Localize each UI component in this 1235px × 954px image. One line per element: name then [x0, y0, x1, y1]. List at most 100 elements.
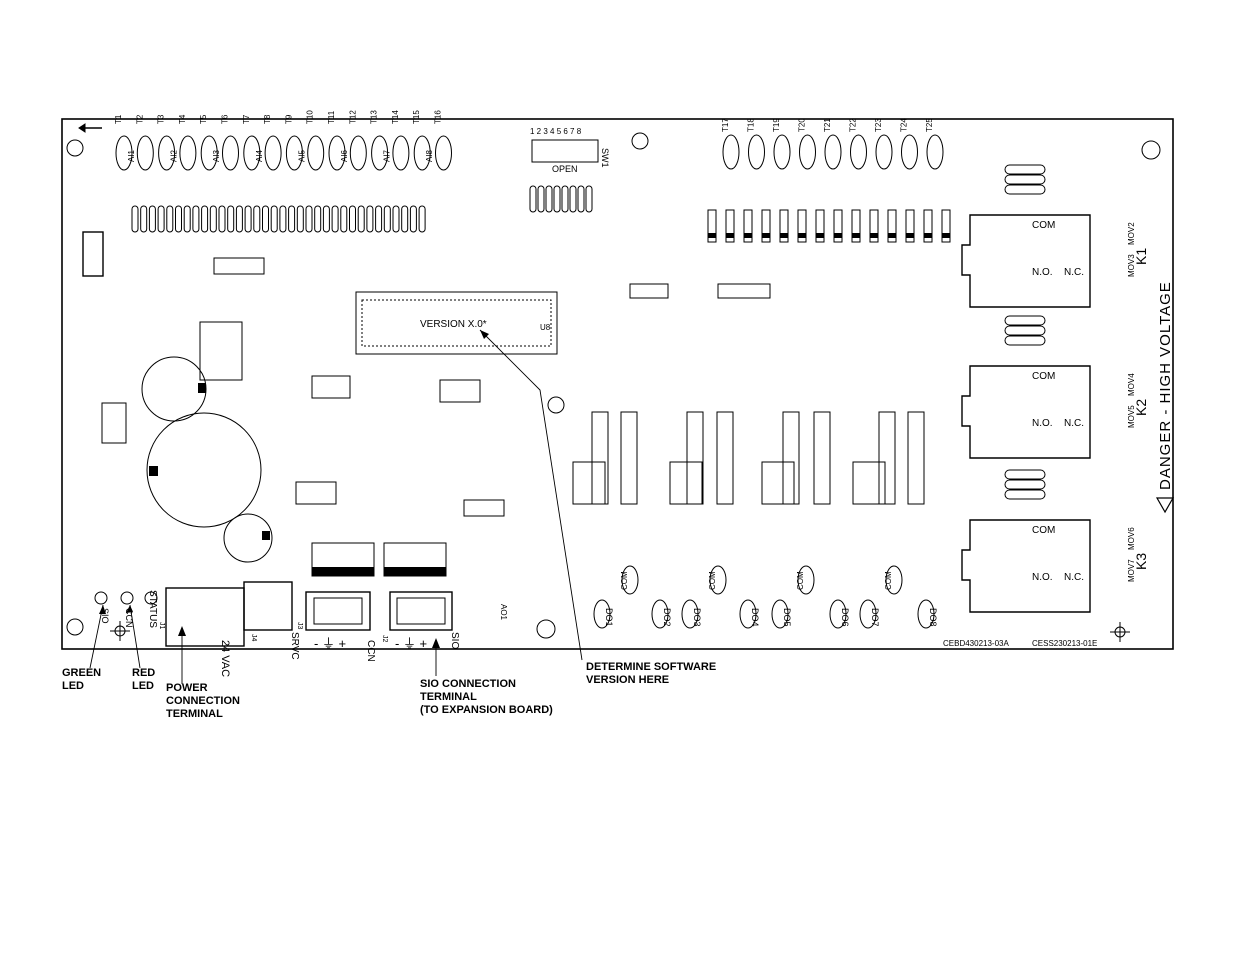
digital-output-terminal — [739, 599, 757, 629]
resistor — [409, 205, 417, 233]
terminal-label: T10 — [306, 110, 315, 124]
capacitor-c56 — [146, 412, 262, 528]
input-terminal — [285, 135, 303, 171]
resistor — [262, 205, 269, 233]
chip — [213, 257, 265, 275]
chip — [439, 379, 481, 403]
terminal-label: T21 — [823, 118, 832, 132]
resistor-network — [101, 402, 127, 444]
terminal-label: T17 — [721, 118, 730, 132]
digital-output-terminal — [829, 599, 847, 629]
capacitor-c58 — [223, 513, 273, 563]
mov-label: MOV2 — [1127, 222, 1136, 245]
crosshair-icon — [110, 621, 130, 641]
relay-k2 — [961, 365, 1091, 459]
com-terminal — [797, 565, 815, 595]
diode — [851, 209, 861, 243]
resistor — [553, 185, 561, 213]
resistor — [157, 205, 165, 233]
switch-open-label: OPEN — [552, 164, 578, 174]
terminal-label: T4 — [178, 114, 187, 124]
mounting-hole — [66, 139, 84, 157]
dip-switch-bank: 1 2 3 4 5 6 7 8 OPEN SW1 — [530, 127, 610, 174]
connector-service-polarity: - ⏚ + — [314, 636, 346, 651]
connector-service-sub: CCN — [365, 640, 376, 662]
leader-lines — [89, 329, 583, 684]
com-terminal — [621, 565, 639, 595]
part-number: CEBD430213-03A — [943, 639, 1009, 648]
sio-connector-j2: - ⏚ + SIO J2 — [381, 591, 460, 651]
analog-input-label: AI7 — [383, 149, 392, 162]
input-terminal — [136, 135, 154, 171]
resistor — [148, 205, 156, 233]
resistor — [577, 185, 585, 213]
analog-input-label: AI4 — [255, 149, 264, 162]
analog-input-label: AI6 — [340, 149, 349, 162]
digital-output-terminal — [771, 599, 789, 629]
digital-output-terminal — [593, 599, 611, 629]
relay-com-label: COM — [1032, 371, 1055, 382]
input-terminal — [435, 135, 452, 171]
analog-input-label: AI1 — [127, 149, 136, 162]
resistor — [140, 205, 148, 233]
warning-text: DANGER - HIGH VOLTAGE — [1157, 281, 1174, 490]
digital-input-terminal — [926, 134, 944, 170]
resistor — [183, 205, 191, 233]
relay-name: K2 — [1133, 399, 1149, 416]
terminal-label: T25 — [925, 118, 934, 132]
input-terminal — [328, 135, 346, 171]
leader-arrowheads — [99, 330, 489, 648]
connector-status-label: STATUS — [147, 590, 158, 628]
diode — [815, 209, 825, 243]
digital-input-terminal — [722, 134, 740, 170]
digital-output-label: DO8 — [928, 608, 938, 627]
relay-capacitor — [1004, 335, 1046, 346]
led-label: SIO — [100, 608, 110, 624]
chip — [717, 283, 771, 299]
input-terminal — [115, 135, 133, 171]
resistor — [383, 205, 391, 233]
output-driver — [620, 411, 638, 505]
terminal-label: T11 — [327, 110, 336, 124]
led-group: SIO CCN — [94, 591, 158, 628]
resistor — [392, 205, 400, 233]
led-ccn — [120, 591, 134, 605]
relay-coil — [572, 461, 606, 505]
resistor — [270, 205, 278, 233]
digital-input-terminal — [748, 134, 765, 170]
led-label: CCN — [124, 608, 134, 628]
diode — [887, 209, 897, 243]
switch-label: SW1 — [600, 148, 610, 168]
terminal-label: T1 — [114, 114, 123, 124]
diode — [761, 209, 771, 243]
analog-input-label: AI5 — [297, 149, 306, 162]
diode — [725, 209, 735, 243]
output-driver — [878, 411, 896, 505]
resistor — [209, 205, 217, 233]
resistor — [357, 205, 365, 233]
digital-input-terminal — [824, 134, 842, 170]
terminal-label: T13 — [370, 110, 379, 124]
com-label: COM — [796, 571, 805, 590]
inductor-l5 — [199, 321, 243, 381]
input-terminal — [371, 135, 389, 171]
com-terminal — [885, 565, 903, 595]
diode — [797, 209, 807, 243]
mounting-hole — [547, 396, 565, 414]
terminal-label: T5 — [199, 114, 208, 124]
relay-capacitor — [1004, 489, 1046, 500]
digital-output-label: DO7 — [870, 608, 880, 627]
resistor — [253, 205, 261, 233]
output-driver — [782, 411, 800, 505]
analog-input-label: AI3 — [212, 149, 221, 162]
relay-k3 — [961, 519, 1091, 613]
diode — [779, 209, 789, 243]
input-terminal — [179, 135, 197, 171]
mov-label: MOV5 — [1127, 405, 1136, 428]
connector-j2-id: J2 — [381, 635, 388, 643]
input-terminal — [200, 135, 218, 171]
output-driver — [907, 411, 925, 505]
resistor — [585, 185, 593, 213]
